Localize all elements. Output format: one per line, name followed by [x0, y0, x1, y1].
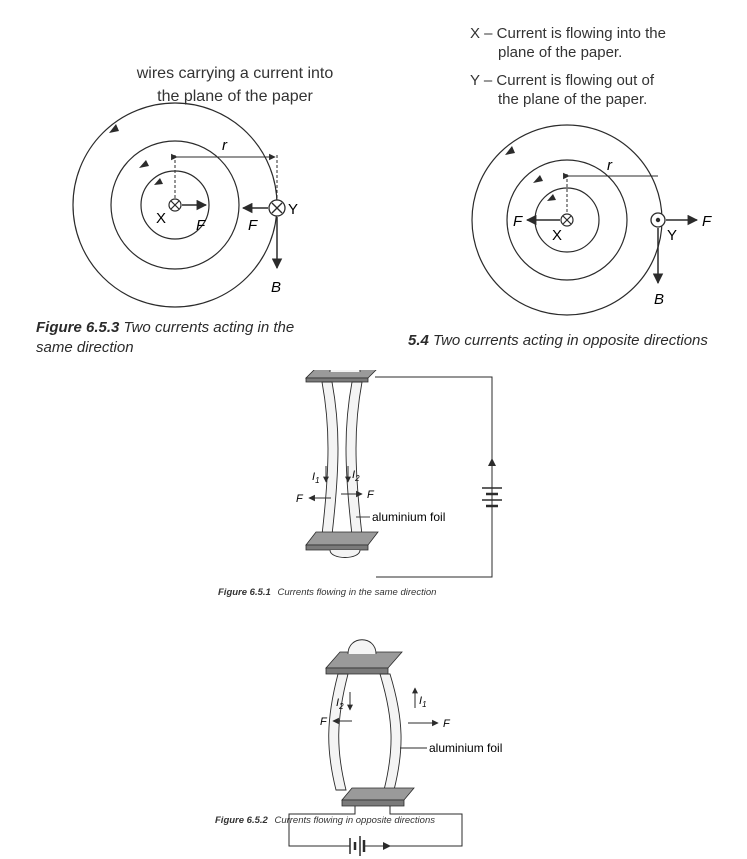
fig652-current-arrow: [383, 842, 391, 850]
fig653-label-b: B: [271, 279, 281, 296]
apparatus-diagrams: I1 I2 F F aluminium foil: [288, 370, 502, 856]
fig651-foil-left: [321, 381, 339, 536]
fig654-outer-arrowhead: [505, 146, 515, 155]
fig653-field-direction-arrows: [109, 124, 163, 185]
fig653-label-r: r: [222, 137, 228, 154]
fig654-label-y: Y: [667, 227, 677, 244]
fig651-foil-right: [345, 381, 363, 536]
fig652-label-f-right: F: [443, 718, 451, 730]
fig653-heading: wires carrying a current into the plane …: [120, 62, 350, 108]
fig652-top-foil-loop: [347, 639, 377, 655]
fig653-field-line-middle: [110, 140, 240, 270]
fig653-inner-arrowhead: [154, 178, 163, 185]
fig654-caption: 5.4 Two currents acting in opposite dire…: [408, 332, 738, 349]
fig653-heading-line1: wires carrying a current into: [136, 65, 334, 82]
fig654-label-f-y: F: [702, 213, 712, 230]
fig653-wire-x: [168, 198, 182, 212]
fig653-label-x: X: [156, 210, 166, 227]
fig651-label-foil: aluminium foil: [372, 510, 445, 524]
fig653-caption-text-line2: same direction: [36, 339, 134, 356]
fig652-apparatus: I2 I1 F F aluminium foil: [288, 639, 502, 856]
fig652-label-i2: I2: [336, 697, 344, 711]
fig653-heading-line2: the plane of the paper: [157, 88, 313, 105]
fig653-caption: Figure 6.5.3 Two currents acting in the …: [36, 318, 366, 358]
fig651-label-i2: I2: [352, 469, 360, 483]
fig653-wire-y: [268, 199, 286, 217]
fig654-wire-x: [560, 213, 574, 227]
fig654-caption-text: Two currents acting in opposite directio…: [433, 332, 708, 349]
fig654-caption-number: 5.4: [408, 332, 429, 349]
fig652-foil-right: [379, 673, 402, 791]
fig652-caption: Figure 6.5.2 Currents flowing in opposit…: [215, 815, 575, 826]
fig654-legend-x-line2: plane of the paper.: [498, 44, 623, 61]
fig653-radius-guides: [174, 155, 278, 200]
fig654-wire-y: [650, 212, 666, 228]
fig651-caption-text: Currents flowing in the same direction: [277, 587, 437, 598]
fig654-legend: X – Current is flowing into the plane of…: [470, 24, 740, 109]
fig654-legend-y-line2: the plane of the paper.: [498, 91, 648, 108]
fig653-label-f-y: F: [248, 217, 258, 234]
fig654-label-f-x: F: [513, 213, 523, 230]
fig654-middle-arrowhead: [533, 175, 543, 183]
fig653-caption-text-line1: Two currents acting in the: [123, 319, 295, 336]
fig652-circuit-wire-left: [288, 806, 356, 847]
fig651-current-arrow: [488, 458, 496, 466]
fig654-label-r: r: [607, 157, 613, 174]
fig652-caption-number: Figure 6.5.2: [215, 815, 268, 826]
fig653-middle-arrowhead: [139, 160, 149, 168]
fig654-label-b: B: [654, 291, 664, 308]
fig651-caption-number: Figure 6.5.1: [218, 587, 271, 598]
fig654-inner-arrowhead: [547, 194, 556, 201]
fig652-top-plate: [325, 651, 403, 675]
fig653-label-f-x: F: [196, 217, 206, 234]
fig651-label-f-right: F: [367, 489, 375, 501]
fig654-legend-x-line1: X – Current is flowing into the: [470, 25, 666, 42]
fig652-foil-left: [328, 673, 349, 791]
fig651-label-f-left: F: [296, 493, 304, 505]
field-diagrams: r X F Y F B r F X F: [72, 102, 712, 316]
fig653-outer-arrowhead: [109, 124, 119, 133]
fig653-label-y: Y: [288, 201, 298, 218]
fig654-label-x: X: [552, 227, 562, 244]
fig654-legend-y-line1: Y – Current is flowing out of: [470, 72, 654, 89]
fig651-label-i1: I1: [312, 471, 320, 485]
fig654-field-line-middle: [506, 159, 628, 281]
fig652-bottom-plate: [341, 787, 415, 807]
fig654-field-direction-arrows: [505, 146, 556, 201]
fig651-circuit-wire: [375, 376, 493, 578]
fig652-label-i1: I1: [419, 695, 427, 709]
fig651-apparatus: I1 I2 F F aluminium foil: [296, 370, 502, 578]
fig652-label-f-left: F: [320, 716, 328, 728]
fig652-circuit-wire-right: [364, 806, 463, 847]
fig651-bottom-plate: [305, 531, 379, 558]
fig651-battery-icon: [482, 487, 502, 508]
fig652-battery-icon: [349, 836, 366, 856]
fig651-top-foil-loop: [329, 370, 361, 373]
fig652-label-foil: aluminium foil: [429, 741, 502, 755]
fig653-caption-number: Figure 6.5.3: [36, 319, 120, 336]
fig651-caption: Figure 6.5.1 Currents flowing in the sam…: [218, 587, 578, 598]
fig652-caption-text: Currents flowing in opposite directions: [274, 815, 435, 826]
